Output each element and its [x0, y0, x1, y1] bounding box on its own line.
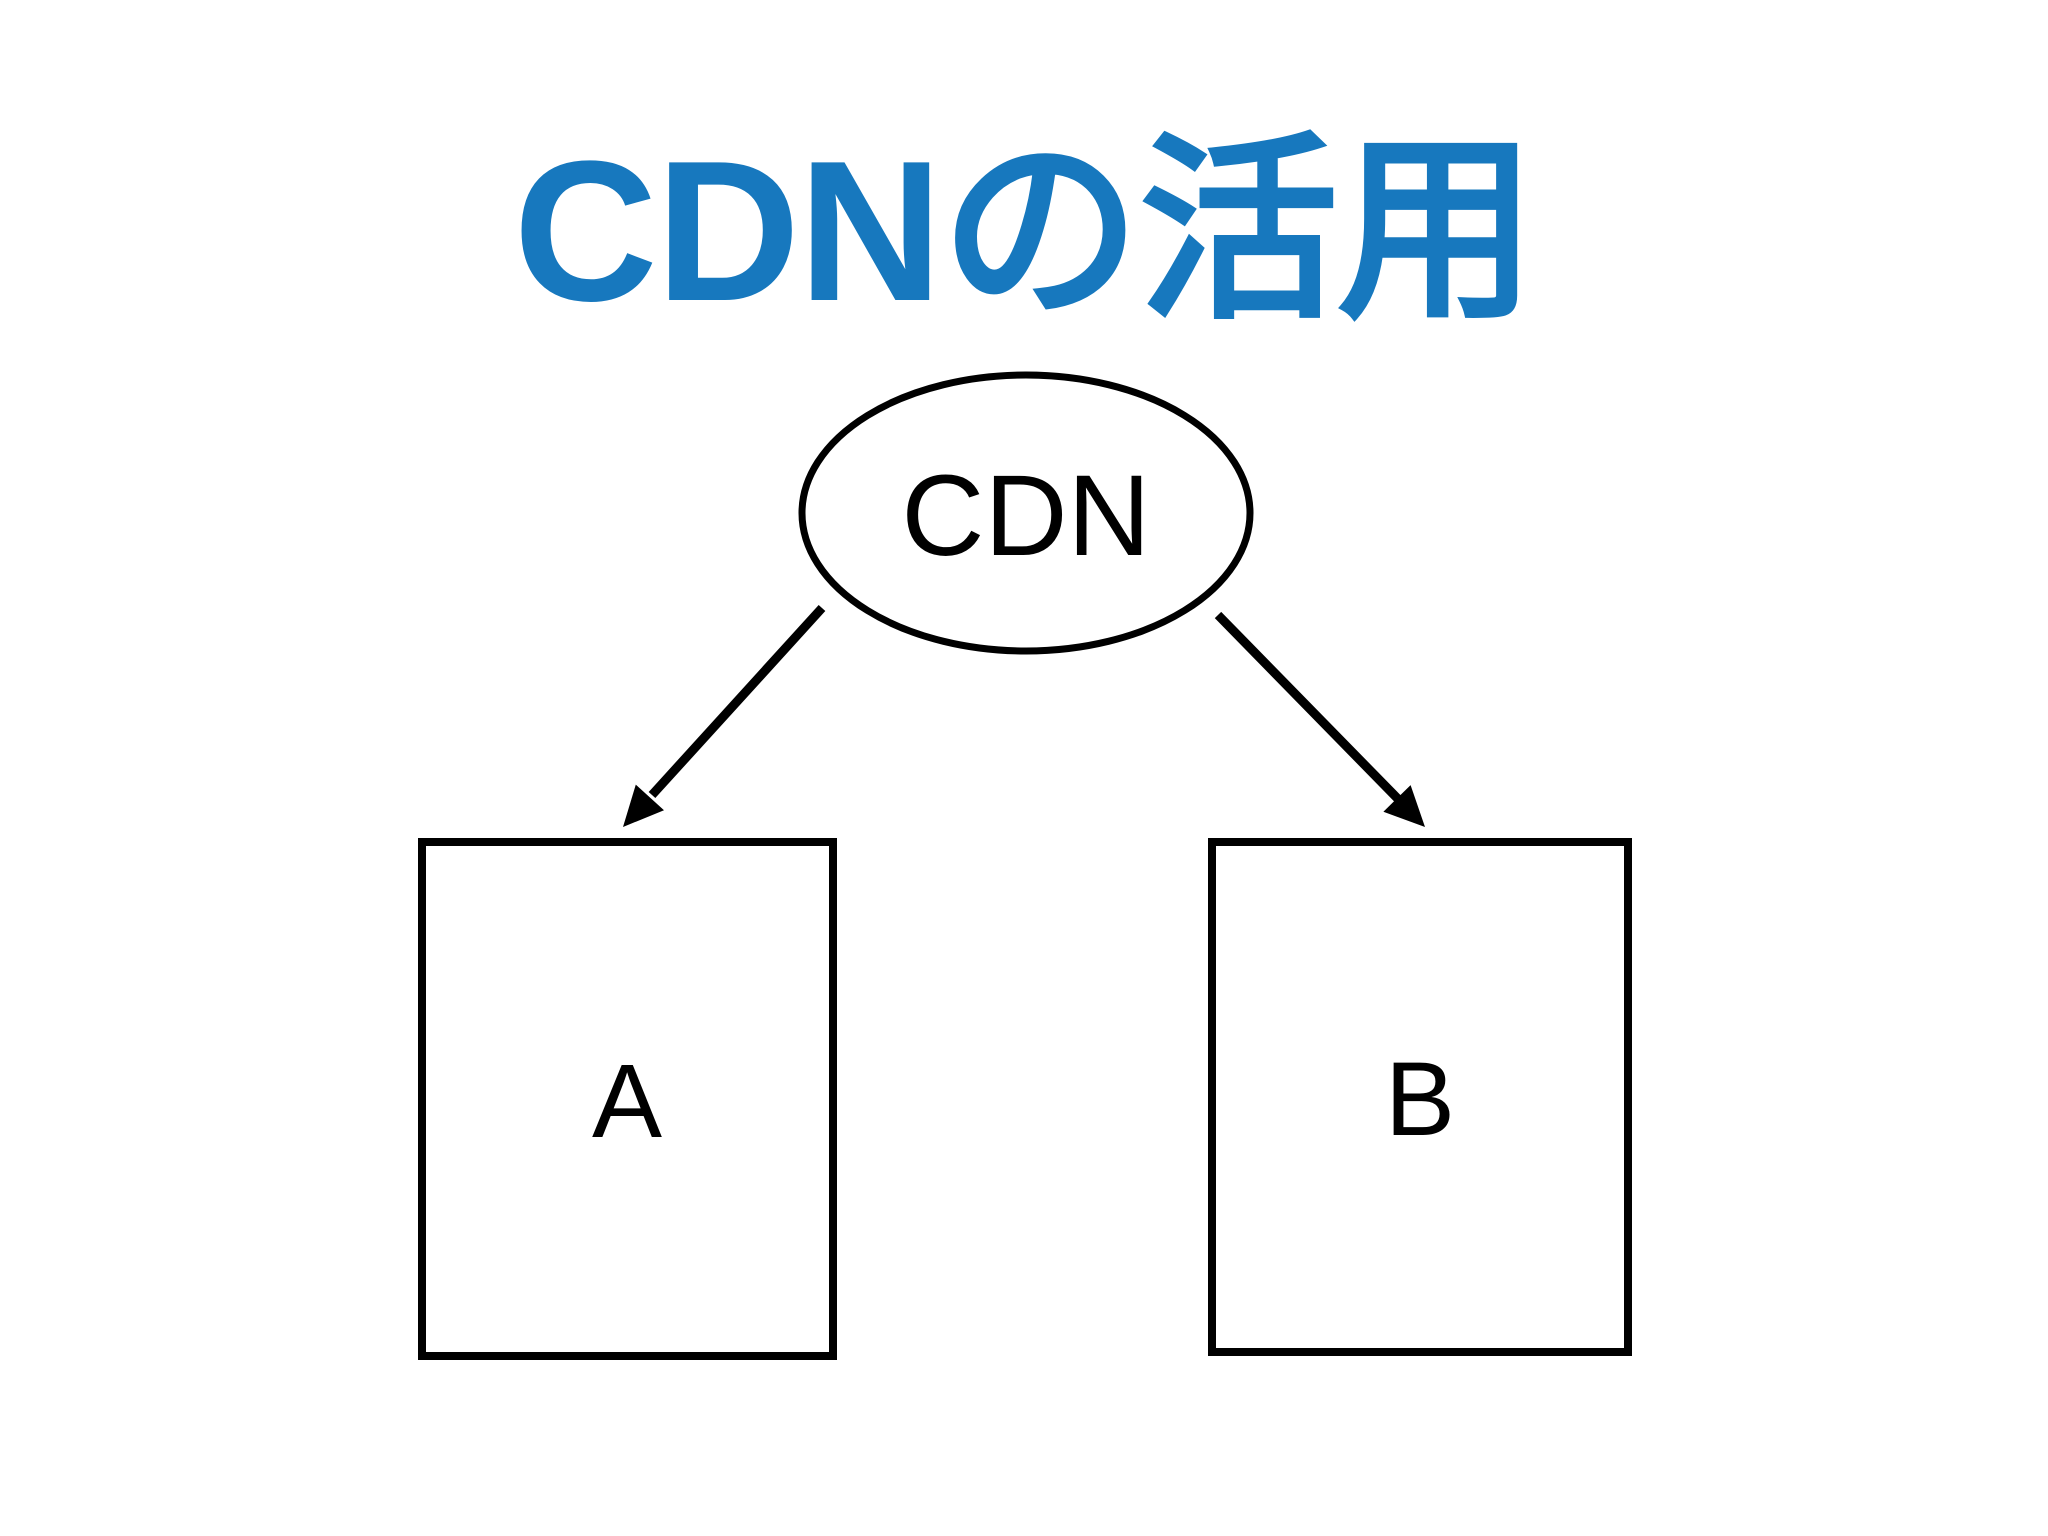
edge-cdn-to-a: [623, 604, 826, 827]
node-a: A: [418, 838, 837, 1360]
edge-cdn-to-a-line: [648, 604, 826, 799]
slide-title: CDNの活用: [513, 120, 1536, 343]
cdn-node: CDN: [798, 371, 1254, 655]
node-b-box: [1208, 838, 1632, 1356]
node-b: B: [1208, 838, 1632, 1356]
node-b-label: B: [1385, 1041, 1455, 1158]
arrowhead-to-b-icon: [1383, 785, 1425, 827]
edge-cdn-to-b: [1214, 611, 1425, 827]
edge-cdn-to-b-line: [1214, 611, 1403, 804]
arrowhead-to-a-icon: [623, 784, 664, 827]
cdn-node-label: CDN: [901, 452, 1150, 580]
node-a-box: [418, 838, 837, 1360]
node-a-label: A: [592, 1043, 662, 1160]
cdn-ellipse: [798, 371, 1254, 655]
